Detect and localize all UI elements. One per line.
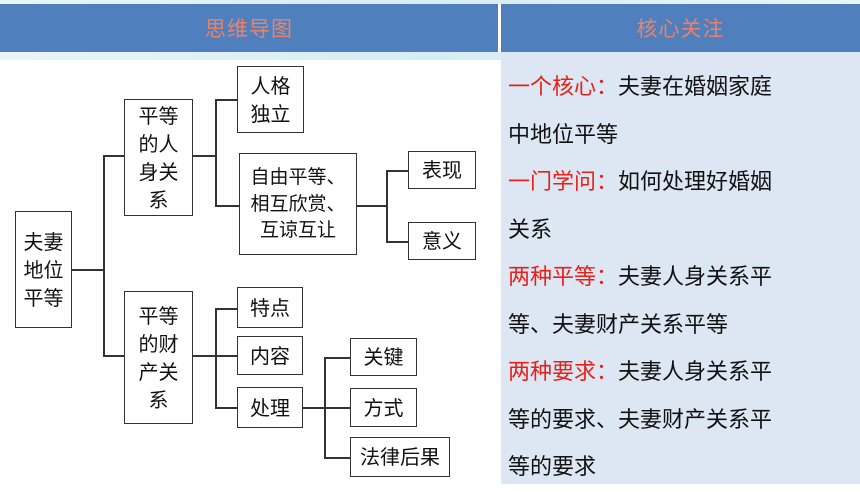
connector-line (215, 308, 237, 310)
connector-line (215, 308, 217, 407)
connector-line (215, 99, 237, 101)
node-key: 关键 (350, 338, 417, 376)
connector-line (386, 241, 408, 243)
focus-item-requirements: 两种要求：夫妻人身关系平 (508, 349, 772, 397)
connector-line (215, 99, 217, 205)
header-divider (498, 4, 501, 52)
connector-line (324, 407, 350, 409)
node-personality-independent: 人格独立 (237, 66, 304, 133)
connector-line (215, 355, 237, 357)
focus-text: 夫妻在婚姻家庭 (618, 75, 773, 100)
connector-line (215, 407, 237, 409)
focus-item-equality: 两种平等：夫妻人身关系平 (508, 254, 772, 302)
node-meaning: 意义 (408, 222, 476, 260)
focus-item-knowledge: 一门学问：如何处理好婚姻 (508, 159, 772, 207)
connector-line (103, 155, 105, 355)
node-method: 方式 (350, 388, 417, 427)
header-focus: 核心关注 (501, 4, 860, 52)
focus-label: 两种要求： (508, 360, 619, 385)
focus-label: 一门学问： (508, 170, 619, 195)
connector-line (193, 155, 216, 157)
focus-text: 夫妻人身关系平 (618, 265, 773, 290)
focus-text-line: 等、夫妻财产关系平等 (508, 312, 729, 338)
focus-item-core: 一个核心：夫妻在婚姻家庭 (508, 64, 772, 112)
node-property-relation: 平等的财产关系 (124, 291, 193, 424)
node-features: 特点 (237, 287, 303, 328)
focus-label: 两种平等： (508, 265, 619, 290)
focus-panel (501, 52, 860, 484)
connector-line (324, 457, 350, 459)
node-legal-consequence: 法律后果 (350, 437, 450, 477)
focus-text-line: 等的要求、夫妻财产关系平 (508, 407, 773, 433)
node-expression: 表现 (408, 151, 476, 189)
focus-text: 如何处理好婚姻 (618, 170, 773, 195)
focus-label: 一个核心： (508, 75, 619, 100)
focus-text-line: 等的要求 (508, 455, 597, 480)
node-mutual-respect: 自由平等、相互欣赏、互谅互让 (239, 153, 357, 255)
focus-text-line: 关系 (508, 217, 553, 243)
connector-line (72, 269, 104, 271)
connector-line (357, 205, 387, 207)
node-root: 夫妻地位平等 (15, 211, 72, 328)
connector-line (103, 355, 124, 357)
connector-line (215, 205, 239, 207)
node-personal-relation: 平等的人身关系 (124, 99, 193, 216)
connector-line (324, 357, 350, 359)
connector-line (303, 407, 325, 409)
connector-line (386, 170, 388, 241)
connector-line (103, 155, 124, 157)
header-mindmap: 思维导图 (0, 4, 498, 52)
focus-text: 夫妻人身关系平 (618, 360, 773, 385)
connector-line (386, 170, 408, 172)
focus-text-line: 中地位平等 (508, 122, 619, 148)
connector-line (193, 355, 216, 357)
node-content: 内容 (237, 336, 303, 375)
node-handling: 处理 (237, 387, 303, 428)
